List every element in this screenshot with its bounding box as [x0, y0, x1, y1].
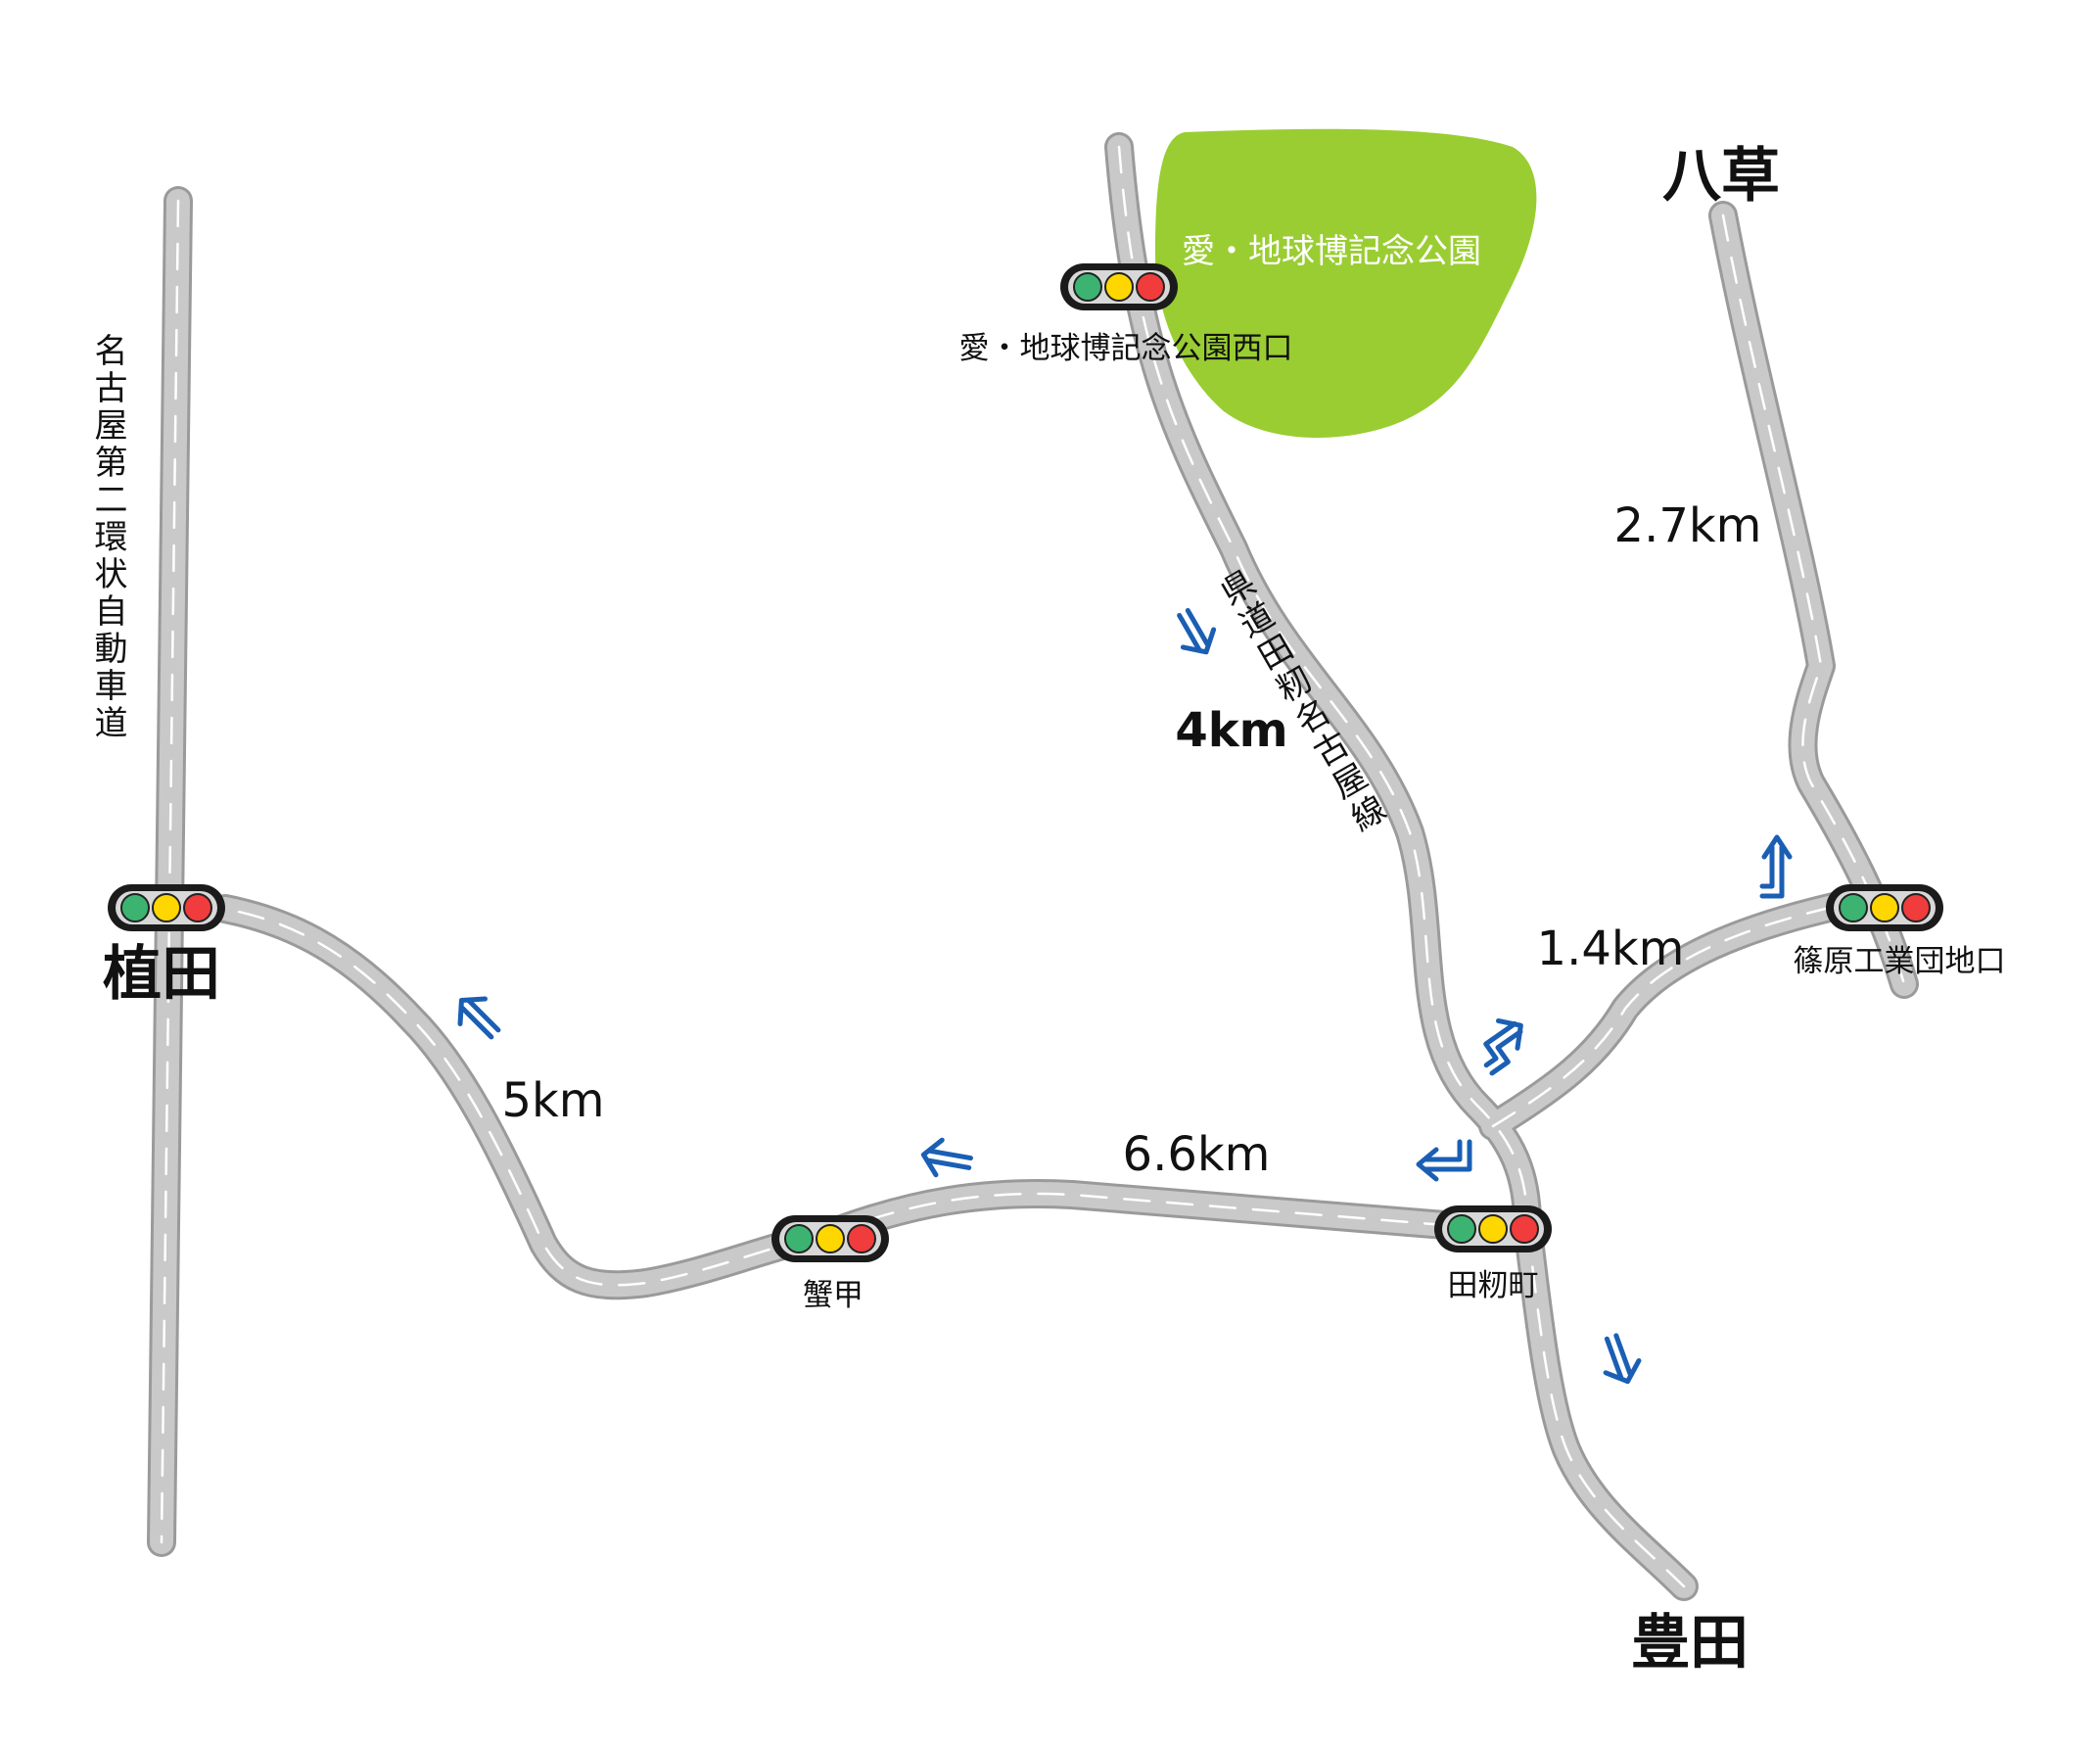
signal-ueda [108, 884, 225, 931]
yellow-lamp [1478, 1214, 1508, 1244]
red-lamp [847, 1224, 876, 1253]
signal-label-tamomi: 田籾町 [1448, 1268, 1539, 1303]
park-name: 愛・地球博記念公園 [1182, 232, 1481, 271]
red-lamp [183, 893, 212, 922]
distance-tamomi-kanie: 6.6km [1123, 1127, 1271, 1182]
place-ueda: 植田 [103, 940, 220, 1009]
arrow-tamomi-to-shinohara [1483, 1017, 1523, 1076]
red-lamp [1901, 893, 1931, 922]
yellow-lamp [816, 1224, 845, 1253]
red-lamp [1136, 272, 1165, 302]
lane-markings [160, 145, 1906, 1588]
park-area [1155, 128, 1537, 438]
distance-kanie-ueda: 5km [501, 1073, 604, 1128]
signal-shinohara [1826, 884, 1943, 931]
signal-park-west [1060, 263, 1178, 310]
yellow-lamp [1870, 893, 1899, 922]
arrow-to-toyota [1603, 1333, 1642, 1385]
green-lamp [1839, 893, 1868, 922]
yellow-lamp [1104, 272, 1134, 302]
distance-tamomi-shinohara: 1.4km [1537, 921, 1685, 976]
green-lamp [1447, 1214, 1476, 1244]
signal-label-kanie: 蟹甲 [803, 1278, 863, 1313]
arrow-to-kanie [920, 1137, 973, 1178]
signal-label-park-west: 愛・地球博記念公園西口 [959, 331, 1293, 366]
arrow-park-to-tamomi [1177, 607, 1217, 655]
place-toyota: 豊田 [1631, 1609, 1749, 1677]
road-name-ring-expressway: 名古屋第二環状自動車道 [88, 333, 127, 742]
arrow-to-ueda [457, 996, 501, 1040]
distance-park-west-tamomi: 4km [1175, 703, 1287, 758]
signal-kanie [771, 1215, 889, 1262]
distance-yakusa-shinohara: 2.7km [1614, 498, 1762, 553]
green-lamp [1073, 272, 1102, 302]
green-lamp [120, 893, 150, 922]
arrow-shinohara-turn [1759, 834, 1793, 899]
green-lamp [784, 1224, 814, 1253]
red-lamp [1510, 1214, 1539, 1244]
place-yakusa: 八草 [1662, 142, 1780, 211]
signal-label-shinohara: 篠原工業団地口 [1794, 944, 2006, 979]
signal-tamomi [1434, 1205, 1552, 1252]
arrow-tamomi-turn-west [1416, 1139, 1472, 1182]
yellow-lamp [152, 893, 181, 922]
